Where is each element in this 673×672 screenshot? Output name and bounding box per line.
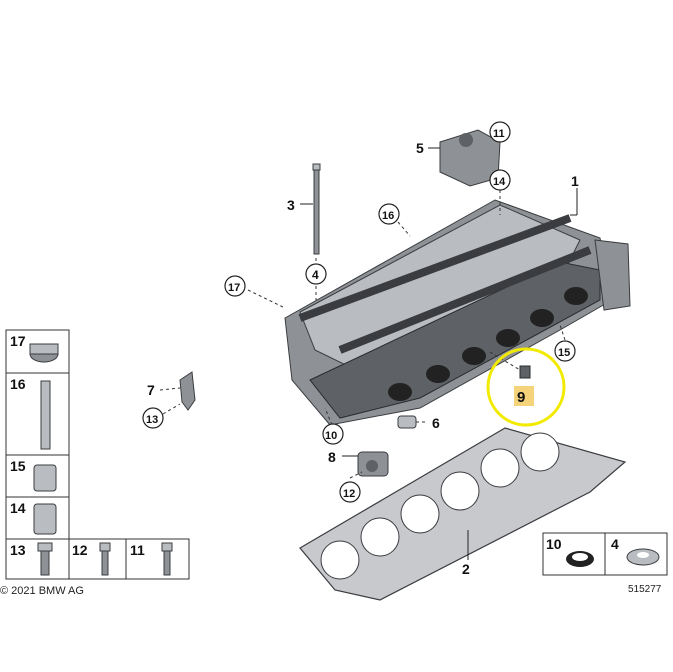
legend-label-14: 14 <box>10 500 26 516</box>
legend-label-12: 12 <box>72 542 88 558</box>
head-gasket[interactable] <box>299 427 627 601</box>
legend-label-16: 16 <box>10 376 26 392</box>
callout-17: 17 <box>228 282 240 294</box>
legend-label-11: 11 <box>130 542 145 558</box>
legend-label-13: 13 <box>10 542 26 558</box>
callout-13: 13 <box>146 414 158 426</box>
small-bracket-part[interactable] <box>179 371 196 411</box>
part-9-screw[interactable] <box>519 365 531 379</box>
callout-2: 2 <box>462 561 470 577</box>
callout-8: 8 <box>328 449 336 465</box>
diagram-number: 515277 <box>628 584 662 595</box>
plug-part[interactable] <box>397 415 417 429</box>
legend-right: 10 4 <box>542 532 668 576</box>
callout-5: 5 <box>416 140 424 156</box>
callout-12: 12 <box>343 488 355 500</box>
callout-11: 11 <box>493 128 505 140</box>
long-bolt-part[interactable] <box>312 163 321 255</box>
callout-6: 6 <box>432 415 440 431</box>
callout-1: 1 <box>571 173 579 189</box>
legend-label-10: 10 <box>546 536 562 552</box>
callout-9: 9 <box>517 389 525 406</box>
callout-7: 7 <box>147 382 155 398</box>
cylinder-head[interactable] <box>284 199 631 426</box>
legend-label-17: 17 <box>10 333 26 349</box>
callout-16: 16 <box>382 210 394 222</box>
callout-15: 15 <box>558 347 570 359</box>
callout-4: 4 <box>312 268 319 282</box>
legend-label-15: 15 <box>10 458 26 474</box>
callouts: 1 2 3 4 5 6 7 8 9 10 11 12 13 14 15 16 1… <box>142 121 579 577</box>
callout-10: 10 <box>325 430 337 442</box>
copyright-text: © 2021 BMW AG <box>0 585 84 597</box>
callout-3: 3 <box>287 197 295 213</box>
highlight-ring <box>486 347 566 427</box>
legend-label-4: 4 <box>611 536 619 552</box>
legend-left: 17 16 15 14 13 12 11 <box>5 329 190 580</box>
sensor-part[interactable] <box>357 451 389 477</box>
callout-14: 14 <box>493 176 506 188</box>
highlight-label-bg <box>514 386 534 406</box>
